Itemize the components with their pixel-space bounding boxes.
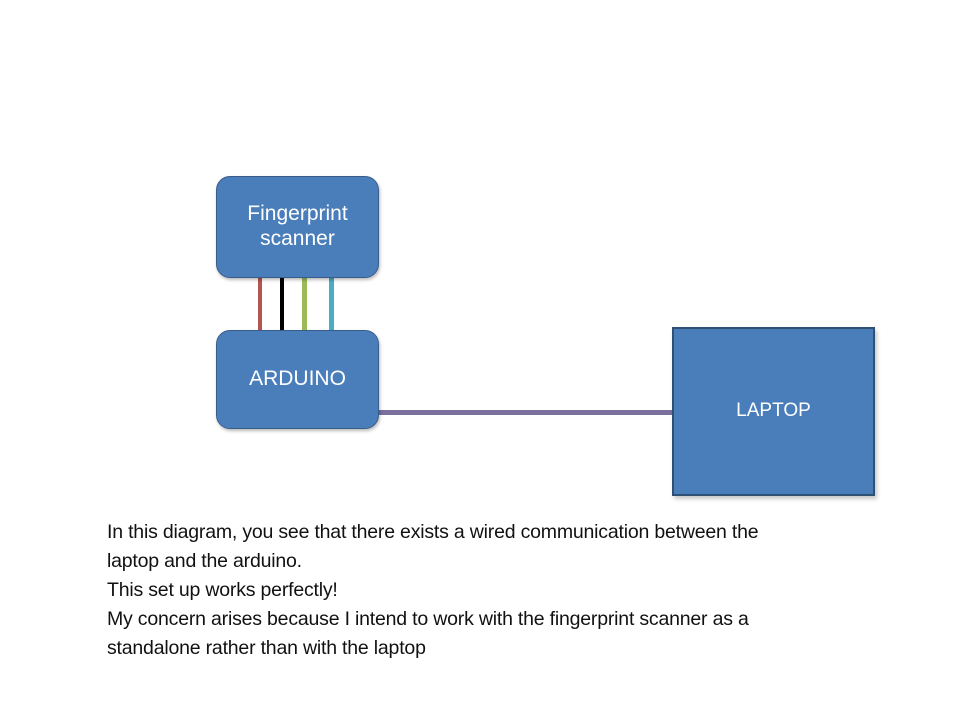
node-fingerprint-scanner-label: Fingerprint scanner	[247, 202, 348, 250]
wire-black	[280, 274, 284, 345]
cable-arduino-laptop	[349, 410, 679, 415]
caption-line: laptop and the arduino.	[107, 550, 302, 572]
caption-line: This set up works perfectly!	[107, 579, 338, 601]
caption-line: standalone rather than with the laptop	[107, 637, 426, 659]
node-arduino: ARDUINO	[216, 330, 379, 429]
wire-green	[302, 272, 307, 345]
caption-text-block: In this diagram, you see that there exis…	[107, 518, 897, 663]
node-arduino-label: ARDUINO	[249, 367, 346, 391]
wire-red	[258, 278, 262, 345]
caption-line: My concern arises because I intend to wo…	[107, 608, 749, 630]
node-laptop-label: LAPTOP	[736, 400, 811, 422]
caption-line: In this diagram, you see that there exis…	[107, 521, 759, 543]
node-fingerprint-scanner: Fingerprint scanner	[216, 176, 379, 278]
node-laptop: LAPTOP	[672, 327, 875, 496]
wire-cyan	[329, 269, 334, 345]
